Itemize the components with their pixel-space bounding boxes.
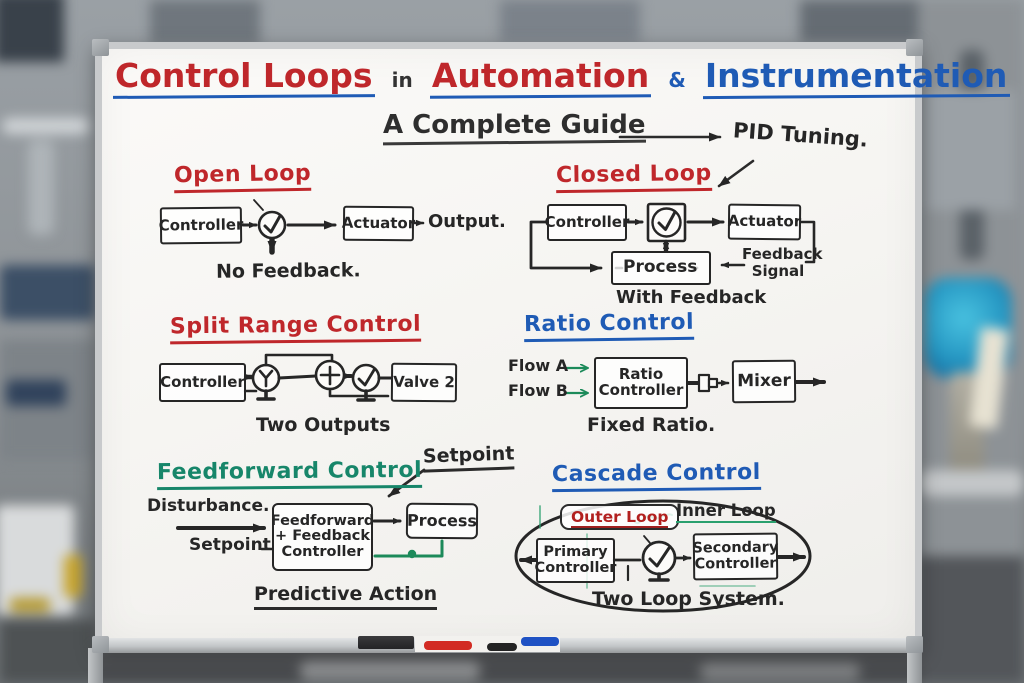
blue-marker — [521, 637, 559, 646]
bg-white-machine — [0, 505, 74, 615]
closed-loop-actuator-box: Actuator — [728, 203, 801, 241]
outer-loop-label: Outer Loop — [571, 508, 669, 528]
open-loop-controller-box: Controller — [159, 206, 243, 245]
bg-yellow-handle — [64, 555, 82, 597]
primary-line2: Controller — [534, 559, 617, 576]
split-range-caption: Two Outputs — [256, 414, 391, 436]
feedforward-controller-box: Feedforward + Feedback Controller — [270, 503, 375, 571]
frame-corner-cap — [906, 636, 923, 653]
ratio-connectors — [565, 368, 826, 393]
ff-controller-line2: + Feedback — [275, 528, 370, 545]
feedforward-heading: Feedforward Control — [156, 457, 423, 491]
open-loop-connectors — [241, 199, 425, 255]
closed-loop-caption: With Feedback — [616, 287, 767, 308]
split-range-valve2-box: Valve 2 — [390, 362, 458, 403]
whiteboard-eraser — [358, 636, 414, 649]
bg-pipe — [918, 470, 1024, 496]
board-leg-left — [88, 648, 103, 683]
title-in: in — [391, 68, 413, 92]
feedforward-connectors — [176, 468, 444, 559]
bg-pipe — [2, 118, 90, 134]
open-loop-heading: Open Loop — [173, 160, 312, 194]
ff-controller-line3: Controller — [281, 543, 364, 560]
secondary-line2: Controller — [694, 555, 777, 572]
ratio-mixer-box: Mixer — [731, 359, 797, 404]
frame-corner-cap — [906, 39, 923, 56]
feedforward-setpoint-note: Setpoint — [422, 442, 515, 473]
bg-shadow-area — [918, 556, 1024, 683]
ff-controller-line1: Feedforward — [270, 513, 375, 530]
closed-loop-process-box: Process — [611, 251, 711, 285]
bg-blue-instruments — [0, 265, 95, 320]
secondary-line1: Secondary — [692, 539, 779, 557]
frame-corner-cap — [92, 39, 109, 56]
feedforward-setpoint-label: Setpoint — [189, 535, 271, 555]
ratio-controller-box: Ratio Controller — [594, 357, 688, 409]
closed-loop-heading: Closed Loop — [555, 160, 712, 194]
split-range-heading: Split Range Control — [169, 311, 422, 345]
cascade-inner-loop-label: Inner Loop — [676, 501, 776, 523]
title-control-loops: Control Loops — [115, 56, 373, 95]
feedforward-disturbance-label: Disturbance. — [147, 496, 270, 516]
bg-shadow-area — [0, 620, 95, 683]
cascade-caption: Two Loop System. — [592, 588, 785, 610]
closed-loop-feedback-label: Feedback Signal — [742, 245, 823, 281]
bg-blue-instruments — [6, 380, 66, 406]
red-marker — [424, 641, 472, 650]
title-automation: Automation — [431, 56, 650, 95]
primary-line1: Primary — [543, 544, 608, 561]
ratio-flow-a-label: Flow A — [508, 356, 569, 375]
feedback-line2: Signal — [751, 262, 805, 281]
cascade-heading: Cascade Control — [551, 459, 761, 493]
bg-table-highlight — [700, 662, 860, 680]
cascade-primary-controller-box: Primary Controller — [534, 538, 617, 583]
split-range-connectors — [243, 353, 393, 402]
title-instrumentation: Instrumentation — [704, 56, 1008, 95]
bg-ceiling-equipment — [800, 0, 920, 42]
ratio-caption: Fixed Ratio. — [587, 414, 716, 436]
title-ampersand: & — [668, 68, 686, 92]
subtitle: A Complete Guide — [383, 110, 646, 140]
bg-ceiling-equipment — [500, 0, 640, 42]
board-title: Control Loops in Automation & Instrument… — [108, 56, 1007, 95]
black-marker — [487, 643, 517, 651]
closed-loop-controller-box: Controller — [545, 204, 629, 241]
bg-ceiling-equipment — [150, 0, 260, 44]
board-leg-right — [907, 648, 922, 683]
bg-cylinder — [28, 140, 54, 235]
open-loop-caption: No Feedback. — [215, 259, 361, 283]
bg-equipment — [925, 90, 1015, 210]
cascade-outer-loop-badge: Outer Loop — [560, 504, 680, 530]
open-loop-output-label: Output. — [428, 211, 506, 232]
cascade-secondary-controller-box: Secondary Controller — [692, 532, 779, 581]
frame-corner-cap — [92, 636, 109, 653]
open-loop-actuator-box: Actuator — [342, 205, 415, 242]
bg-yellow-handle — [10, 598, 50, 612]
ratio-controller-line2: Controller — [598, 381, 684, 399]
feedback-line1: Feedback — [742, 245, 823, 263]
bg-table-highlight — [300, 660, 480, 680]
bg-dark-window — [0, 0, 64, 62]
feedforward-process-box: Process — [405, 502, 479, 540]
ratio-flow-b-label: Flow B — [508, 381, 568, 400]
feedforward-caption: Predictive Action — [254, 583, 438, 610]
ratio-heading: Ratio Control — [523, 309, 695, 343]
ratio-controller-line1: Ratio — [618, 365, 664, 384]
split-range-controller-box: Controller — [159, 363, 246, 402]
